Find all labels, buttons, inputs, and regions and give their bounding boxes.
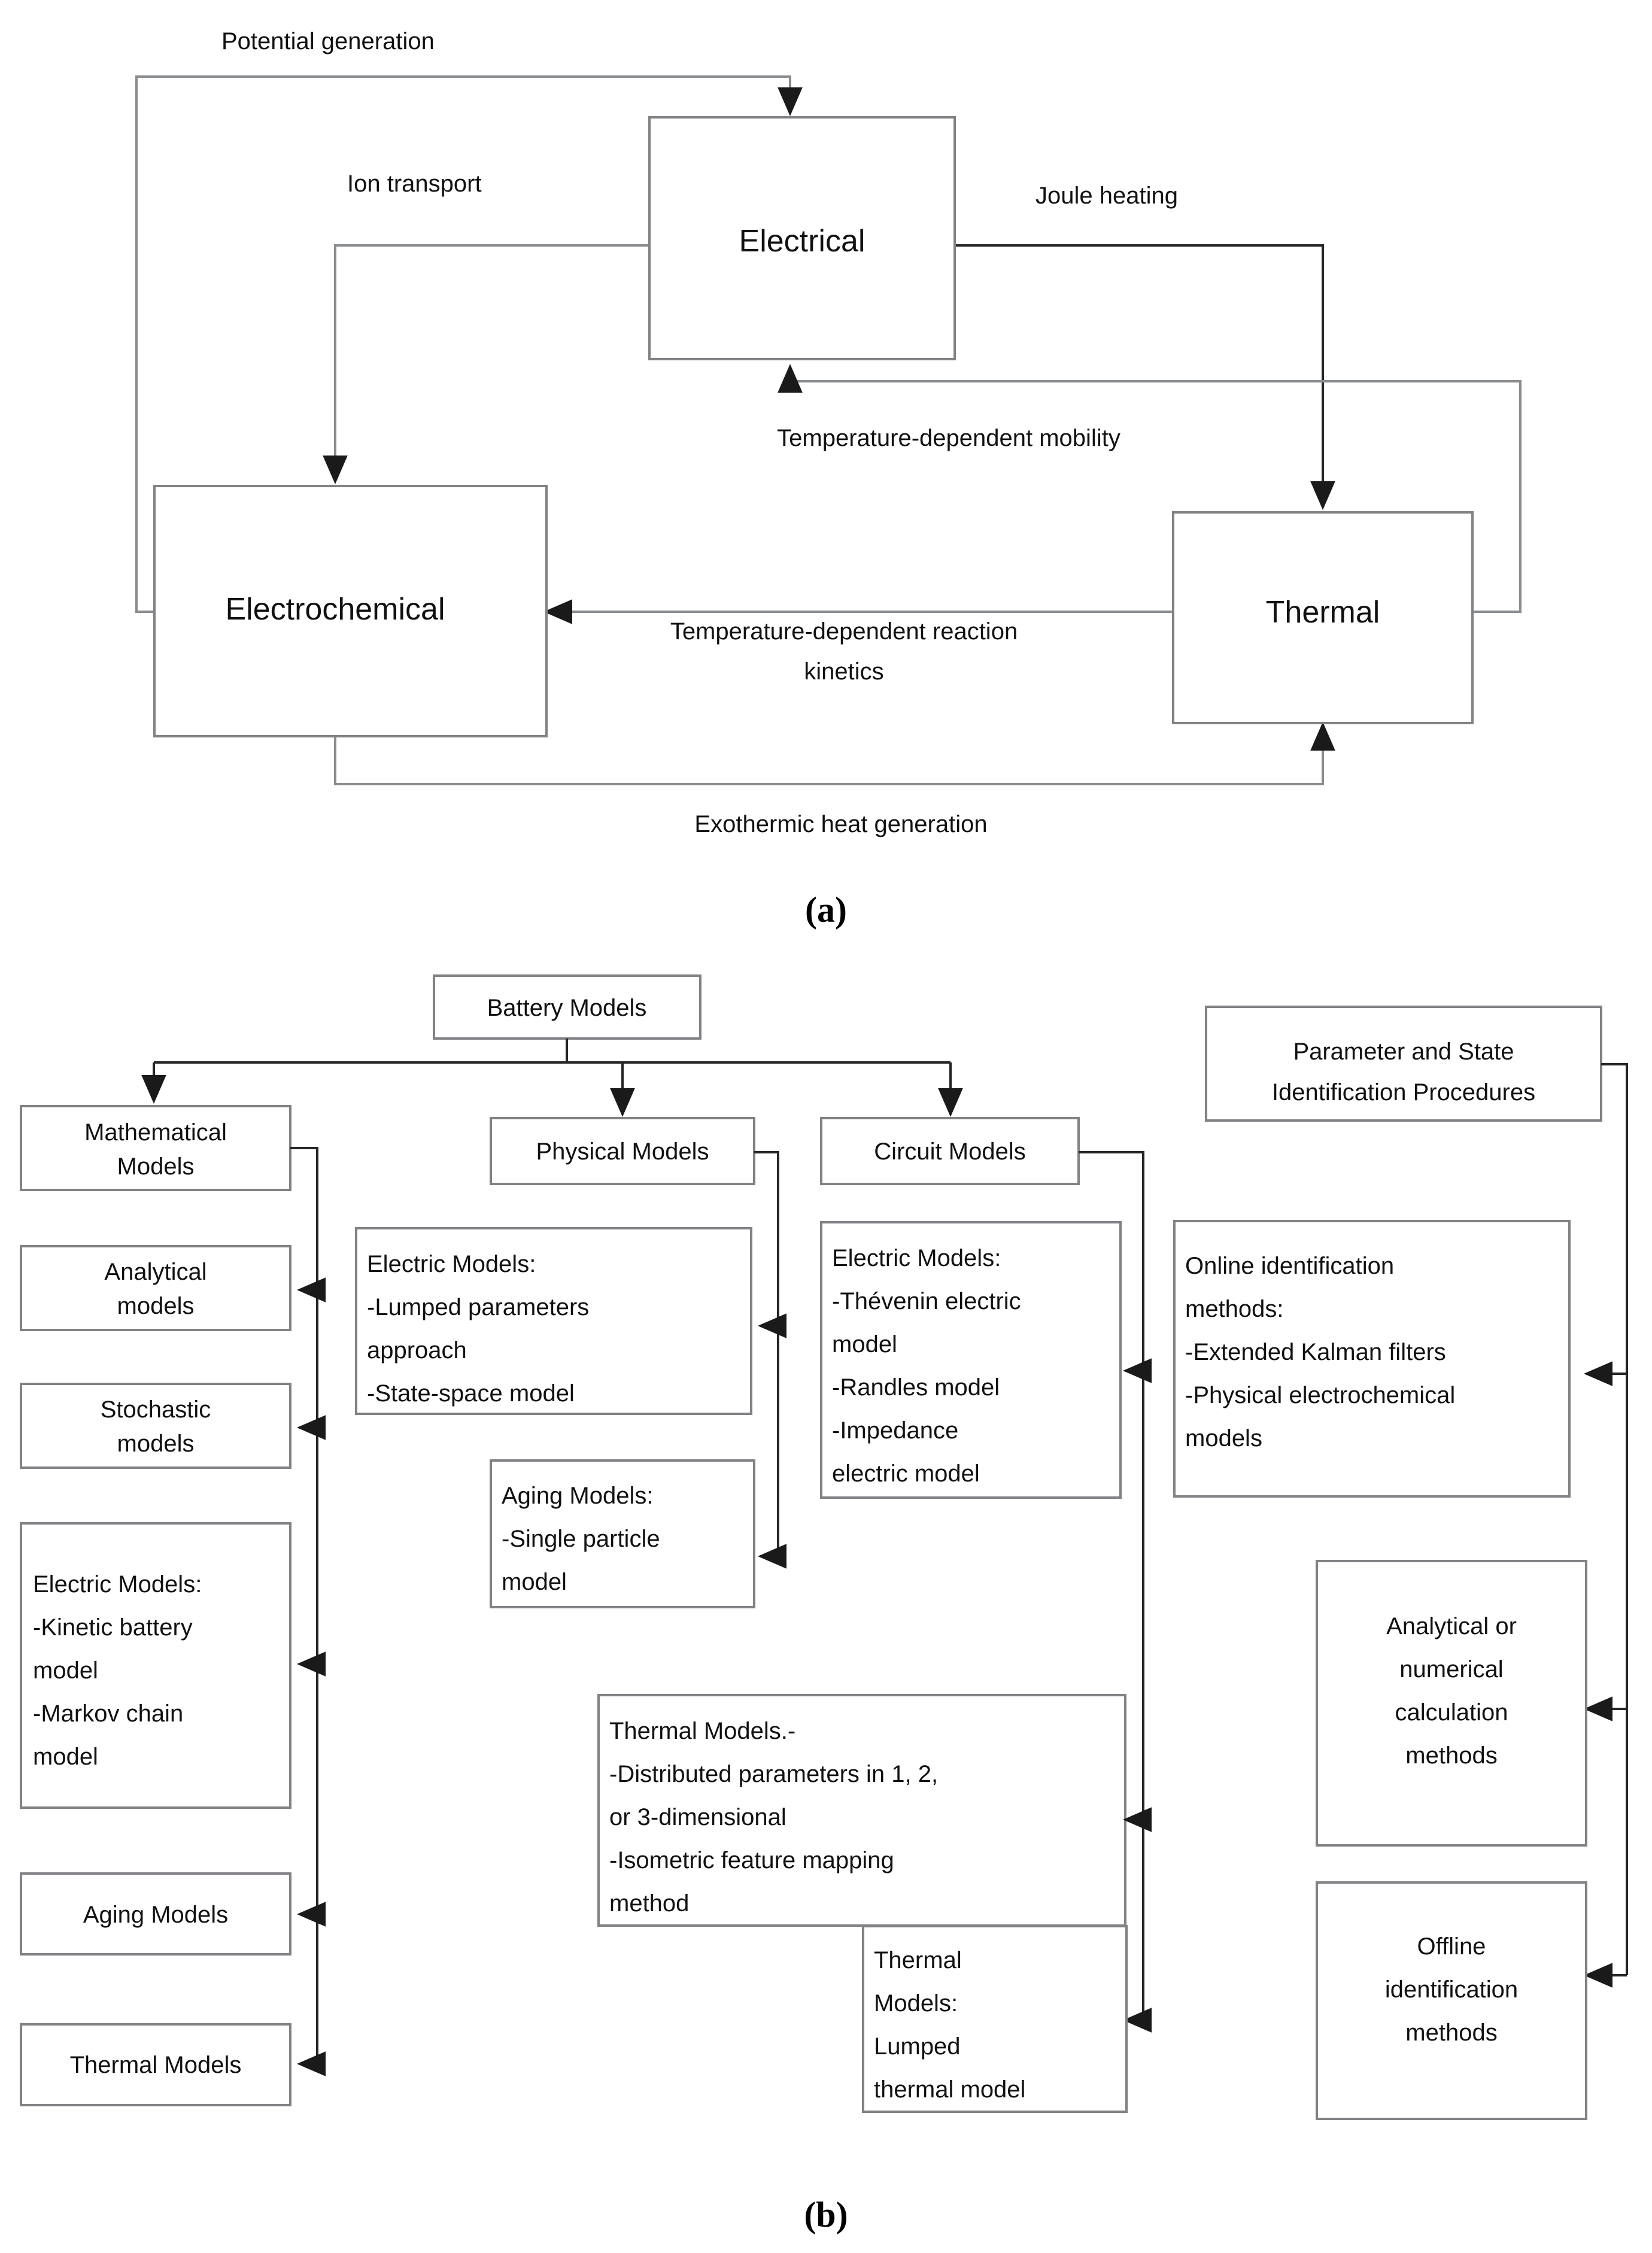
edge-label-exothermic-heat-generation: Exothermic heat generation [694, 811, 987, 837]
node-circuit-electric-models-line1: Electric Models: [832, 1245, 1001, 1271]
node-physical-aging-models-line1: Aging Models: [502, 1483, 653, 1509]
spine-circuit [1079, 1151, 1144, 2020]
node-battery-models-label: Battery Models [487, 995, 647, 1021]
node-physical-thermal-models-line5: method [609, 1890, 689, 1917]
edge-label-ion-transport: Ion transport [347, 171, 482, 197]
node-math-aging-models-box[interactable] [20, 1872, 291, 1956]
node-stochastic-models-line2: models [117, 1431, 195, 1457]
node-physical-thermal-models-line3: or 3-dimensional [609, 1804, 786, 1830]
node-online-identification-line2: methods: [1185, 1296, 1284, 1322]
edge-joule-heating [955, 244, 1335, 510]
node-physical-thermal-models-line1: Thermal Models.- [609, 1718, 795, 1744]
node-mathematical-models-label-line2: Models [117, 1153, 195, 1180]
edge-label-temperature-dependent-reaction: Temperature-dependent reaction [670, 618, 1018, 645]
node-mathematical-models-box[interactable] [20, 1105, 291, 1191]
node-battery-models-box[interactable] [433, 974, 702, 1040]
node-thermal-label: Thermal [1266, 595, 1380, 630]
node-math-electric-models-line5: model [33, 1744, 98, 1770]
node-electrochemical-box[interactable] [153, 485, 548, 737]
node-analytical-numerical-line1: Analytical or [1386, 1613, 1517, 1639]
node-math-aging-models-label: Aging Models [83, 1902, 228, 1928]
node-circuit-thermal-models-line4: thermal model [874, 2076, 1025, 2103]
node-physical-thermal-models-line4: -Isometric feature mapping [609, 1847, 894, 1874]
node-physical-electric-models-line2: -Lumped parameters [367, 1294, 589, 1320]
node-math-electric-models-box[interactable] [20, 1522, 291, 1809]
node-physical-thermal-models-box[interactable] [597, 1694, 1126, 1927]
node-electrical-box[interactable] [648, 116, 956, 360]
node-analytical-models-box[interactable] [20, 1245, 291, 1331]
node-parameter-state-identification-line1: Parameter and State [1293, 1039, 1514, 1065]
edge-label-potential-generation: Potential generation [221, 28, 435, 54]
node-analytical-models-line1: Analytical [104, 1259, 206, 1285]
node-circuit-electric-models-line5: -Impedance [832, 1417, 958, 1444]
node-online-identification-line4: -Physical electrochemical [1185, 1382, 1455, 1408]
node-physical-electric-models-line3: approach [367, 1337, 467, 1364]
node-parameter-state-identification-line2: Identification Procedures [1272, 1079, 1535, 1106]
edge-label-reaction-kinetics-line2: kinetics [804, 658, 883, 685]
node-mathematical-models-label-line1: Mathematical [84, 1119, 227, 1146]
node-electrical-label: Electrical [739, 224, 866, 259]
node-physical-electric-models-line1: Electric Models: [367, 1251, 536, 1277]
node-analytical-numerical-line3: calculation [1395, 1699, 1508, 1726]
edge-ion-transport [323, 244, 649, 484]
edge-potential-generation [135, 75, 803, 613]
edge-label-joule-heating: Joule heating [1035, 183, 1178, 209]
node-circuit-electric-models-line3: model [832, 1331, 897, 1358]
node-offline-identification-methods-box[interactable] [1316, 1881, 1587, 2120]
node-offline-identification-line2: identification [1385, 1976, 1518, 2003]
node-math-thermal-models-box[interactable] [20, 2023, 291, 2106]
node-circuit-models-label: Circuit Models [874, 1138, 1025, 1165]
panel-a-caption: (a) [805, 890, 847, 930]
node-online-identification-methods-box[interactable] [1173, 1220, 1571, 1498]
node-math-electric-models-line1: Electric Models: [33, 1571, 202, 1598]
edge-temperature-dependent-mobility [778, 364, 1522, 613]
node-math-electric-models-line2: -Kinetic battery [33, 1614, 193, 1641]
panel-b-caption: (b) [804, 2195, 848, 2234]
node-physical-aging-models-line2: -Single particle [502, 1526, 660, 1552]
spine-physical [754, 1151, 779, 1556]
node-analytical-models-line2: models [117, 1293, 195, 1319]
node-electrochemical-label: Electrochemical [225, 592, 445, 627]
panel-b: Battery Models Mathematical Models Analy… [20, 974, 1628, 2234]
spine-mathematical [290, 1147, 318, 2064]
node-circuit-models-box[interactable] [820, 1117, 1080, 1185]
node-circuit-thermal-models-line1: Thermal [874, 1947, 962, 1973]
node-circuit-thermal-models-box[interactable] [862, 1925, 1128, 2113]
node-analytical-numerical-line2: numerical [1399, 1656, 1503, 1683]
edge-exothermic-heat-generation [334, 722, 1335, 785]
node-physical-aging-models-line3: model [502, 1569, 567, 1595]
node-circuit-thermal-models-line2: Models: [874, 1990, 958, 2017]
node-circuit-electric-models-line2: -Thévenin electric [832, 1288, 1021, 1314]
node-circuit-electric-models-line6: electric model [832, 1460, 980, 1487]
node-online-identification-line3: -Extended Kalman filters [1185, 1339, 1446, 1365]
node-physical-models-box[interactable] [490, 1117, 755, 1185]
node-circuit-electric-models-box[interactable] [820, 1221, 1122, 1499]
node-offline-identification-line3: methods [1405, 2020, 1497, 2046]
node-analytical-numerical-methods-box[interactable] [1316, 1560, 1587, 1847]
node-physical-electric-models-line4: -State-space model [367, 1380, 575, 1407]
node-online-identification-line5: models [1185, 1425, 1262, 1452]
node-circuit-electric-models-line4: -Randles model [832, 1374, 1000, 1401]
spine-identification [1601, 1063, 1628, 1975]
panel-a: Electrical Electrochemical Thermal Poten… [135, 28, 1522, 930]
node-physical-electric-models-box[interactable] [355, 1227, 752, 1415]
node-thermal-box[interactable] [1172, 511, 1474, 724]
node-physical-models-label: Physical Models [536, 1138, 709, 1165]
node-math-thermal-models-label: Thermal Models [70, 2052, 242, 2078]
node-parameter-state-identification-box[interactable] [1205, 1006, 1602, 1122]
node-physical-thermal-models-line2: -Distributed parameters in 1, 2, [609, 1761, 938, 1787]
node-online-identification-line1: Online identification [1185, 1253, 1394, 1279]
node-offline-identification-line1: Offline [1417, 1933, 1486, 1960]
node-physical-aging-models-box[interactable] [490, 1459, 755, 1608]
node-circuit-thermal-models-line3: Lumped [874, 2033, 961, 2060]
edge-label-temperature-dependent-mobility: Temperature-dependent mobility [777, 425, 1120, 451]
node-stochastic-models-line1: Stochastic [101, 1396, 211, 1423]
node-stochastic-models-box[interactable] [20, 1383, 291, 1469]
node-math-electric-models-line4: -Markov chain [33, 1701, 183, 1727]
node-analytical-numerical-line4: methods [1405, 1742, 1497, 1769]
node-math-electric-models-line3: model [33, 1657, 98, 1684]
